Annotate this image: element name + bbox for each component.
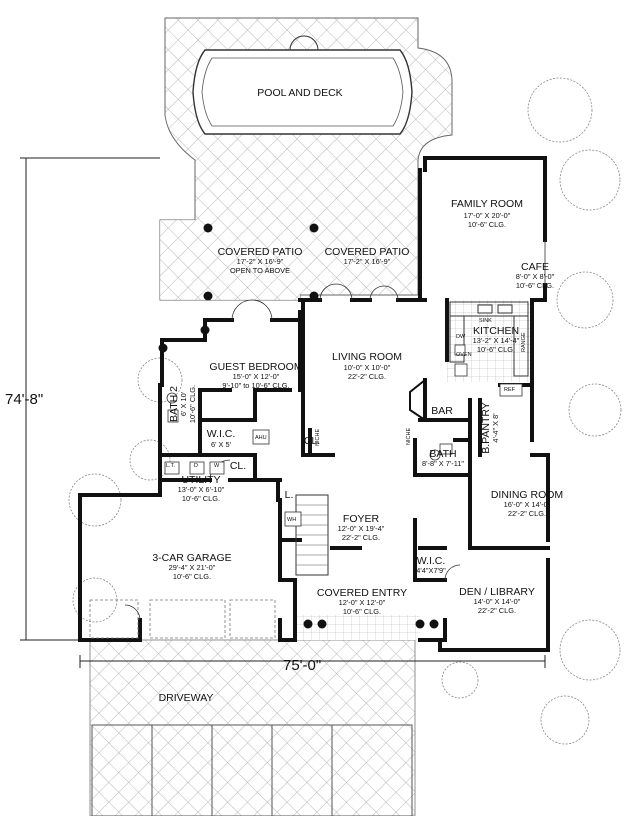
svg-text:22'-2" CLG.: 22'-2" CLG.	[348, 372, 386, 381]
washer-label: W	[214, 463, 220, 469]
oven-label: OVEN	[456, 352, 472, 358]
bar-label: BAR	[431, 405, 453, 417]
svg-text:8'-8" X 7'-11": 8'-8" X 7'-11"	[422, 459, 464, 468]
stairs	[295, 494, 329, 576]
svg-text:6' X 5': 6' X 5'	[211, 440, 232, 449]
svg-text:10'-6" CLG.: 10'-6" CLG.	[182, 494, 220, 503]
svg-text:13'-2" X 14'-4": 13'-2" X 14'-4"	[473, 336, 520, 345]
covered-entry-label: COVERED ENTRY 12'-0" X 12'-0" 10'-6" CLG…	[317, 587, 407, 616]
wic-2-label: W.I.C. 4'4"X7'9"	[416, 555, 446, 575]
svg-text:COVERED PATIO: COVERED PATIO	[325, 246, 410, 258]
svg-text:LIVING ROOM: LIVING ROOM	[332, 351, 402, 363]
ref-label: REF	[504, 387, 516, 393]
depth-dimension: 74'-8"	[5, 391, 43, 408]
driveway-grid	[91, 724, 413, 816]
svg-text:OPEN TO ABOVE: OPEN TO ABOVE	[230, 266, 290, 275]
covered-patio-1-label: COVERED PATIO 17'-2" X 16'-9" OPEN TO AB…	[218, 246, 303, 275]
svg-text:UTILITY: UTILITY	[181, 474, 220, 486]
svg-text:COVERED ENTRY: COVERED ENTRY	[317, 587, 407, 599]
dining-room-label: DINING ROOM 16'-0" X 14'-0" 22'-2" CLG.	[491, 489, 563, 518]
svg-text:CAFE: CAFE	[521, 261, 549, 273]
svg-text:17'-2" X 16'-9": 17'-2" X 16'-9"	[237, 257, 284, 266]
butler-pantry-label: B.PANTRY 4'-4" X 8'	[480, 402, 500, 454]
exterior-walls	[78, 156, 550, 652]
svg-text:4'-4" X 8': 4'-4" X 8'	[491, 413, 500, 443]
svg-text:GUEST BEDROOM: GUEST BEDROOM	[209, 361, 302, 373]
svg-text:DINING ROOM: DINING ROOM	[491, 489, 563, 501]
svg-text:COVERED PATIO: COVERED PATIO	[218, 246, 303, 258]
covered-patio-2-label: COVERED PATIO 17'-2" X 16'-9"	[325, 246, 410, 266]
svg-text:29'-4" X 21'-0": 29'-4" X 21'-0"	[169, 563, 216, 572]
svg-text:W.I.C.: W.I.C.	[417, 555, 446, 567]
svg-text:10'-6" CLG.: 10'-6" CLG.	[468, 220, 506, 229]
guest-bedroom-label: GUEST BEDROOM 15'-0" X 12'-0" 9'-10" to …	[209, 361, 302, 390]
svg-text:10'-6" CLG.: 10'-6" CLG.	[477, 345, 515, 354]
svg-text:10'-6" CLG.: 10'-6" CLG.	[188, 385, 197, 423]
svg-text:10'-6" CLG.: 10'-6" CLG.	[343, 607, 381, 616]
svg-text:DEN / LIBRARY: DEN / LIBRARY	[459, 586, 535, 598]
laundry-tub-label: L.T.	[166, 463, 175, 469]
svg-text:12'-0" X 19'-4": 12'-0" X 19'-4"	[338, 524, 385, 533]
niche-label-1: NICHE	[315, 429, 321, 446]
svg-text:16'-0" X 14'-0": 16'-0" X 14'-0"	[504, 500, 551, 509]
svg-text:13'-0" X 6'-10": 13'-0" X 6'-10"	[178, 485, 225, 494]
svg-text:10'-6" CLG.: 10'-6" CLG.	[516, 281, 554, 290]
closet-2-label: CL.	[230, 460, 246, 472]
utility-label: UTILITY 13'-0" X 6'-10" 10'-6" CLG.	[178, 474, 225, 503]
svg-text:14'-0" X 14'-0": 14'-0" X 14'-0"	[474, 597, 521, 606]
svg-text:12'-0" X 12'-0": 12'-0" X 12'-0"	[339, 598, 386, 607]
bay-wall	[409, 379, 426, 421]
kitchen-counters	[449, 301, 529, 377]
svg-text:10'-6" CLG.: 10'-6" CLG.	[173, 572, 211, 581]
linen-label: L.	[285, 489, 294, 501]
svg-text:8'-0" X 8'-0": 8'-0" X 8'-0"	[516, 272, 555, 281]
svg-text:B.PANTRY: B.PANTRY	[480, 402, 492, 454]
svg-text:BATH 2: BATH 2	[168, 386, 180, 422]
svg-text:3-CAR GARAGE: 3-CAR GARAGE	[152, 552, 231, 564]
range-label: RANGE	[521, 332, 527, 352]
pool-label: POOL AND DECK	[257, 87, 342, 99]
den-library-label: DEN / LIBRARY 14'-0" X 14'-0" 22'-2" CLG…	[459, 586, 535, 615]
garage-doors	[89, 599, 276, 639]
svg-text:W.I.C.: W.I.C.	[207, 428, 236, 440]
closet-1-label: CL.	[304, 435, 320, 447]
svg-text:6' X 10': 6' X 10'	[179, 391, 188, 416]
sink-label: SINK	[479, 318, 492, 324]
foyer-label: FOYER 12'-0" X 19'-4" 22'-2" CLG.	[338, 513, 385, 542]
svg-text:22'-2" CLG.: 22'-2" CLG.	[478, 606, 516, 615]
svg-text:4'4"X7'9": 4'4"X7'9"	[416, 566, 446, 575]
svg-text:22'-2" CLG.: 22'-2" CLG.	[342, 533, 380, 542]
svg-text:BATH: BATH	[429, 448, 456, 460]
garage-label: 3-CAR GARAGE 29'-4" X 21'-0" 10'-6" CLG.	[152, 552, 231, 581]
driveway-paving	[89, 639, 416, 816]
svg-text:22'-2" CLG.: 22'-2" CLG.	[508, 509, 546, 518]
svg-text:FOYER: FOYER	[343, 513, 380, 525]
svg-text:10'-0" X 10'-0": 10'-0" X 10'-0"	[344, 363, 391, 372]
svg-text:17'-0" X 20'-0": 17'-0" X 20'-0"	[464, 211, 511, 220]
ahu-label: AHU	[255, 435, 267, 441]
cafe-label: CAFE 8'-0" X 8'-0" 10'-6" CLG.	[516, 261, 555, 290]
bath-2-label: BATH 2 6' X 10' 10'-6" CLG.	[168, 385, 197, 423]
fixture-labels: SINK RANGE REF AHU WH NICHE NICHE DW OVE…	[166, 318, 527, 523]
driveway-label: DRIVEWAY	[159, 692, 214, 704]
svg-text:FAMILY ROOM: FAMILY ROOM	[451, 198, 523, 210]
kitchen-label: KITCHEN 13'-2" X 14'-4" 10'-6" CLG.	[473, 325, 520, 354]
wic-1-label: W.I.C. 6' X 5'	[207, 428, 236, 449]
fixture-boxes	[164, 344, 523, 527]
svg-text:KITCHEN: KITCHEN	[473, 325, 519, 337]
family-room-label: FAMILY ROOM 17'-0" X 20'-0" 10'-6" CLG.	[451, 198, 523, 229]
wh-label: WH	[287, 517, 296, 523]
dryer-label: D	[194, 463, 198, 469]
width-dimension: 75'-0"	[283, 657, 321, 674]
columns	[158, 223, 439, 629]
svg-text:9'-10" to 10'-6" CLG.: 9'-10" to 10'-6" CLG.	[222, 381, 289, 390]
dw-label: DW	[456, 334, 466, 340]
bath-label: BATH 8'-8" X 7'-11"	[422, 448, 464, 468]
niche-label-2: NICHE	[406, 428, 412, 445]
living-room-label: LIVING ROOM 10'-0" X 10'-0" 22'-2" CLG.	[332, 351, 402, 381]
doors	[124, 240, 546, 621]
svg-text:15'-0" X 12'-0": 15'-0" X 12'-0"	[233, 372, 280, 381]
svg-text:17'-2" X 16'-9": 17'-2" X 16'-9"	[344, 257, 391, 266]
